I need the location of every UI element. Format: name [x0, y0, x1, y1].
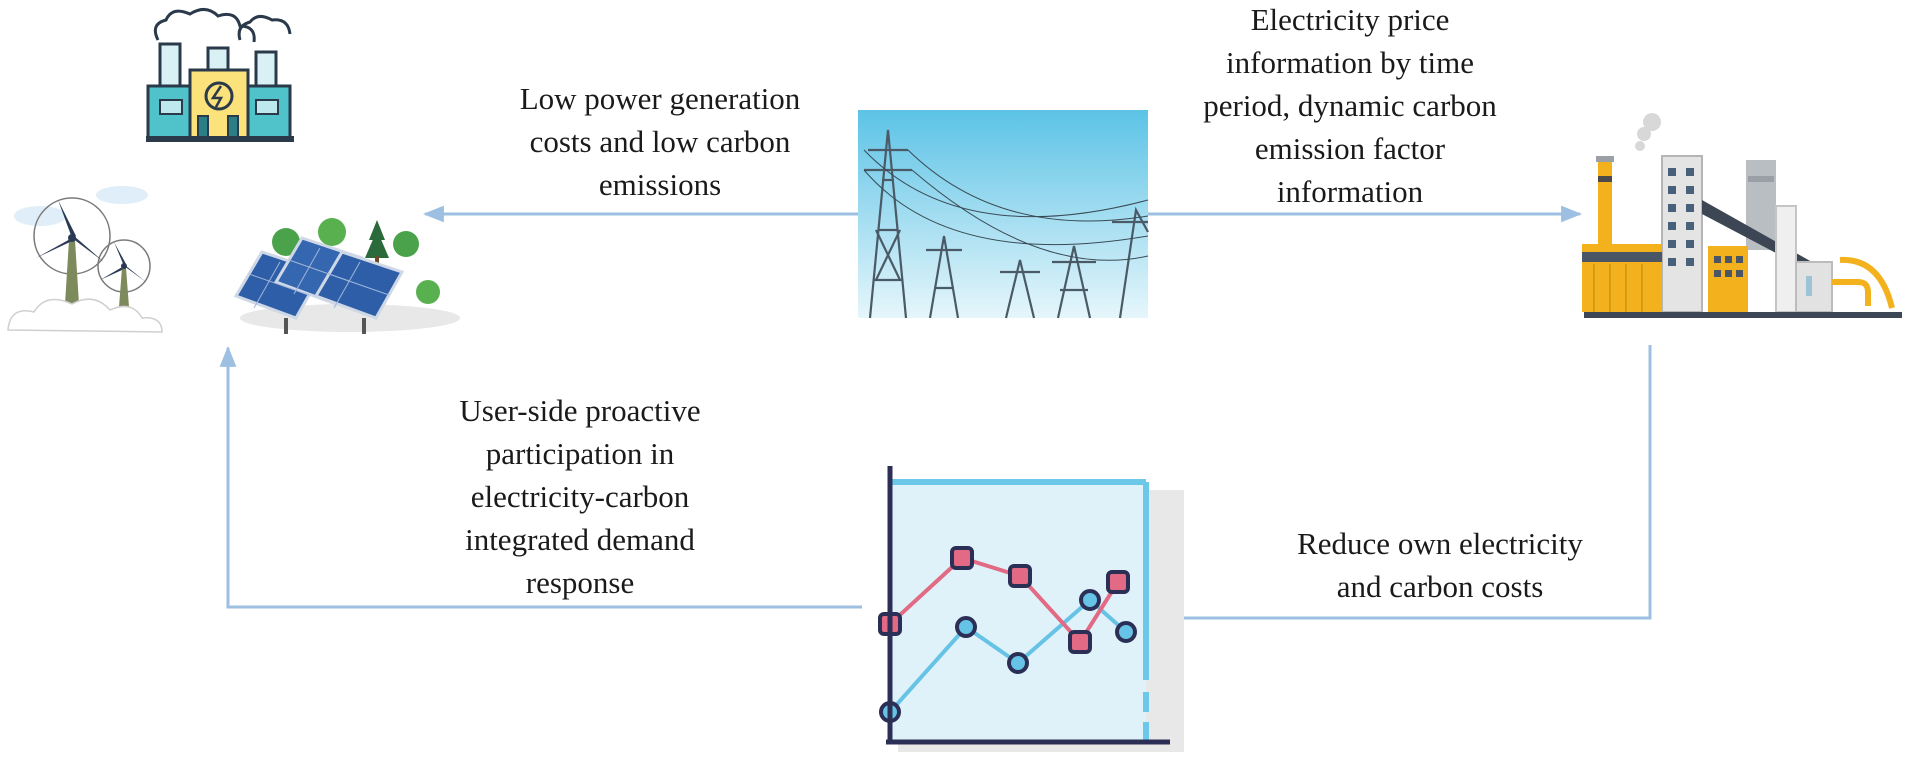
chart-point-blue — [955, 616, 977, 638]
chart-point-red — [950, 546, 974, 570]
label-line: emission factor — [1254, 131, 1446, 166]
line-chart-icon — [878, 466, 1184, 752]
label-line: integrated demand — [465, 522, 695, 557]
label-line: User-side proactive — [459, 393, 701, 428]
wind-turbine-icon — [7, 186, 163, 333]
chart-point-red — [1106, 570, 1130, 594]
label-line: costs and low carbon — [529, 124, 791, 159]
chart-point-red — [1008, 564, 1032, 588]
arrow-factory-to-chart — [1155, 345, 1652, 627]
label-line: Low power generation — [519, 81, 801, 116]
label-low-cost-low-emissions: Low power generation costs and low carbo… — [470, 77, 850, 206]
chart-point-red — [1068, 630, 1092, 654]
chart-point-blue — [1007, 652, 1029, 674]
solar-panel-icon — [233, 218, 460, 334]
label-line: participation in — [485, 436, 675, 471]
factory-icon — [1582, 113, 1902, 318]
label-reduce-costs: Reduce own electricity and carbon costs — [1240, 522, 1640, 608]
transmission-tower-icon — [858, 110, 1149, 319]
label-line: response — [525, 565, 635, 600]
label-line: and carbon costs — [1336, 569, 1544, 604]
chart-point-blue — [1115, 621, 1137, 643]
label-price-and-carbon-factor-info: Electricity price information by time pe… — [1160, 0, 1540, 213]
label-line: Reduce own electricity — [1297, 526, 1583, 561]
arrow-chart-to-generation — [219, 345, 862, 609]
flow-arrows — [219, 205, 1652, 627]
label-line: information by time — [1226, 45, 1474, 80]
label-line: period, dynamic carbon — [1203, 88, 1497, 123]
power-plant-icon — [146, 8, 294, 142]
label-line: emissions — [598, 167, 722, 202]
label-user-demand-response: User-side proactive participation in ele… — [400, 389, 760, 604]
label-line: electricity-carbon — [470, 479, 690, 514]
label-line: information — [1276, 174, 1424, 209]
chart-point-blue — [1079, 589, 1101, 611]
label-line: Electricity price — [1250, 2, 1450, 37]
